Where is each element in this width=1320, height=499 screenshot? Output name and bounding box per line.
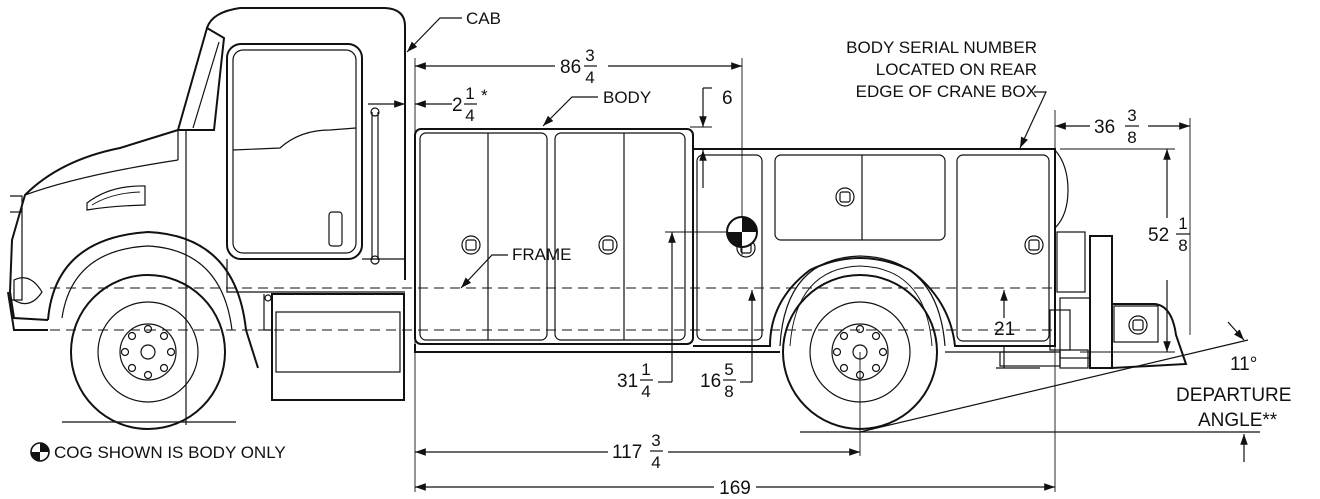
svg-text:8: 8 bbox=[724, 382, 733, 401]
dim-step-height: 6 bbox=[722, 88, 733, 109]
svg-text:1: 1 bbox=[465, 84, 474, 103]
serial-label-line2: LOCATED ON REAR bbox=[876, 60, 1037, 79]
cog-legend-icon bbox=[30, 442, 50, 462]
svg-text:31: 31 bbox=[617, 371, 638, 392]
svg-text:3: 3 bbox=[585, 46, 594, 65]
svg-text:117: 117 bbox=[612, 442, 642, 463]
body-label: BODY bbox=[603, 88, 651, 107]
departure-label-line1: DEPARTURE bbox=[1176, 385, 1291, 406]
dim-rear-overhang: 36 3 8 bbox=[1094, 106, 1139, 147]
cog-note: COG SHOWN IS BODY ONLY bbox=[54, 443, 286, 462]
svg-text:16: 16 bbox=[700, 371, 721, 392]
serial-label-line3: EDGE OF CRANE BOX bbox=[856, 82, 1037, 101]
svg-text:3: 3 bbox=[651, 431, 660, 450]
svg-text:36: 36 bbox=[1094, 117, 1115, 138]
dim-body-height: 52 1 8 bbox=[1148, 214, 1190, 255]
cab-label: CAB bbox=[466, 9, 501, 28]
dimension-values: 86 3 4 2 1 4 * 6 36 3 8 52 1 8 bbox=[452, 46, 1190, 499]
dim-frame-height: 16 5 8 bbox=[700, 360, 736, 401]
dim-overall-length: 169 bbox=[719, 478, 751, 499]
svg-text:5: 5 bbox=[724, 360, 733, 379]
front-wheel-icon bbox=[62, 274, 236, 430]
svg-text:4: 4 bbox=[641, 382, 650, 401]
svg-text:1: 1 bbox=[1178, 214, 1187, 233]
svg-text:2: 2 bbox=[452, 95, 463, 116]
svg-text:86: 86 bbox=[560, 57, 581, 78]
svg-text:4: 4 bbox=[465, 106, 474, 125]
svg-text:8: 8 bbox=[1127, 128, 1136, 147]
departure-label-line2: ANGLE** bbox=[1198, 410, 1278, 431]
serial-label-line1: BODY SERIAL NUMBER bbox=[846, 38, 1037, 57]
dim-cab-to-axle: 117 3 4 bbox=[612, 431, 663, 472]
svg-text:8: 8 bbox=[1178, 236, 1187, 255]
svg-text:*: * bbox=[481, 86, 488, 105]
frame-rails bbox=[50, 287, 1055, 331]
departure-angle-value: 11° bbox=[1230, 354, 1257, 375]
dim-rear-clearance: 21 bbox=[994, 319, 1015, 340]
svg-text:52: 52 bbox=[1148, 225, 1169, 246]
frame-label: FRAME bbox=[512, 245, 572, 264]
svg-text:4: 4 bbox=[585, 68, 594, 87]
dimension-lines bbox=[368, 17, 1249, 492]
cog-symbol-icon bbox=[726, 216, 758, 248]
svg-text:4: 4 bbox=[651, 453, 660, 472]
dim-cab-gap: 2 1 4 * bbox=[452, 84, 488, 125]
dim-body-length: 86 3 4 bbox=[560, 46, 597, 87]
rear-wheel-icon bbox=[782, 274, 1260, 433]
svg-text:1: 1 bbox=[641, 360, 650, 379]
labels: CAB BODY FRAME BODY SERIAL NUMBER LOCATE… bbox=[54, 9, 1291, 462]
truck-cab bbox=[7, 7, 406, 425]
dim-cog-height: 31 1 4 bbox=[617, 360, 653, 401]
svg-text:3: 3 bbox=[1127, 106, 1136, 125]
